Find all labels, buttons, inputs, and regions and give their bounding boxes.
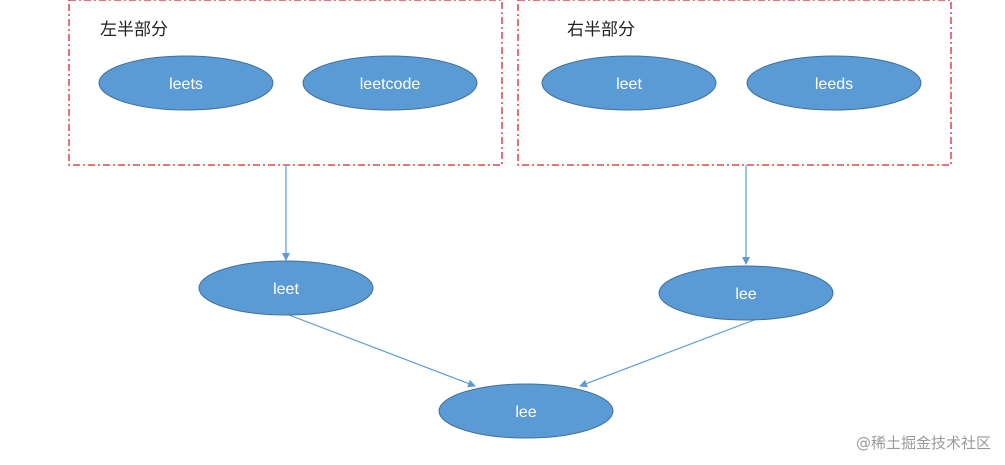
node-leet-right: leet bbox=[541, 55, 717, 111]
edge-leet-to-lee bbox=[288, 314, 476, 388]
node-leet-mid: leet bbox=[198, 260, 374, 316]
node-leetcode-label: leetcode bbox=[360, 76, 421, 93]
left-half-title: 左半部分 bbox=[100, 20, 168, 40]
node-leetcode: leetcode bbox=[302, 55, 478, 111]
node-leeds-label: leeds bbox=[815, 76, 853, 93]
node-leet-right-label: leet bbox=[616, 76, 642, 93]
right-half-group bbox=[517, 0, 952, 166]
node-lee-mid-label: lee bbox=[735, 286, 756, 303]
node-lee-mid: lee bbox=[658, 265, 834, 321]
edge-lee-to-lee bbox=[579, 319, 755, 388]
watermark: @稀土掘金技术社区 bbox=[855, 434, 991, 452]
node-leets: leets bbox=[98, 55, 274, 111]
node-lee-bottom: lee bbox=[438, 383, 614, 439]
node-leet-mid-label: leet bbox=[273, 281, 299, 298]
node-leeds: leeds bbox=[746, 55, 922, 111]
node-lee-bottom-label: lee bbox=[515, 404, 536, 421]
right-half-title: 右半部分 bbox=[567, 20, 635, 40]
node-leets-label: leets bbox=[169, 76, 203, 93]
